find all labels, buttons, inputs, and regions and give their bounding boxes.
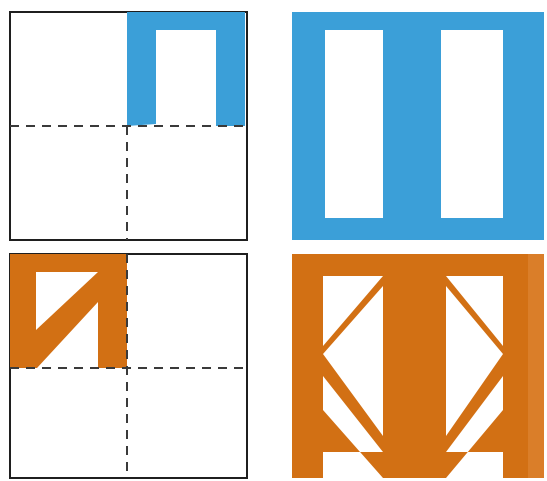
orange-diamond-pattern bbox=[292, 254, 544, 478]
blue-double-bar bbox=[292, 12, 544, 240]
orange-tiled-panel bbox=[292, 254, 544, 478]
orange-edge-stripe bbox=[528, 254, 544, 478]
orange-quadrant-frame bbox=[10, 254, 247, 478]
blue-tiled-panel bbox=[292, 12, 544, 240]
cropped-text-strip bbox=[0, 0, 547, 10]
blue-quadrant-panel bbox=[10, 12, 247, 240]
orange-quadrant-panel bbox=[10, 254, 247, 478]
